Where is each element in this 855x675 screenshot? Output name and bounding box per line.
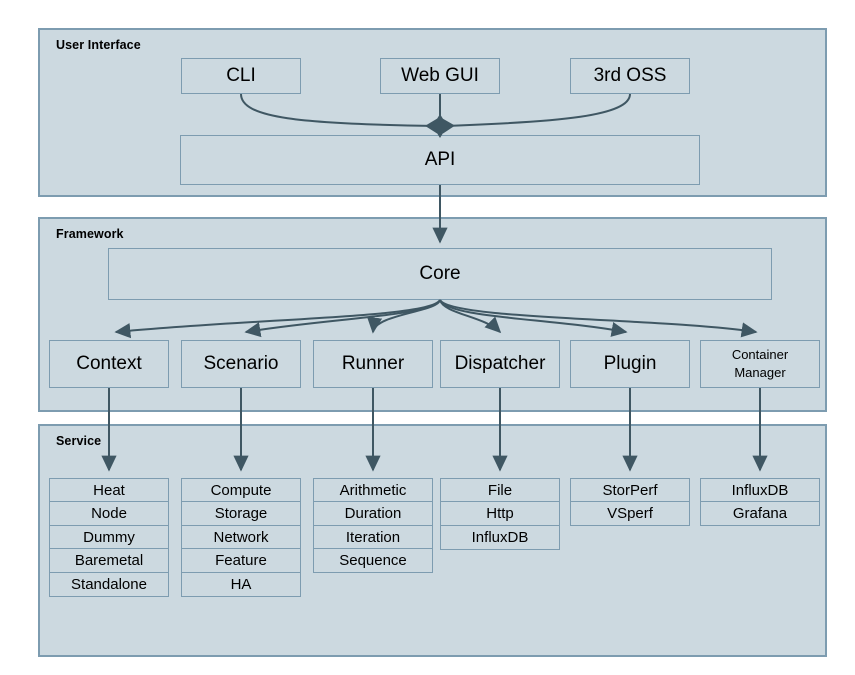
service-item[interactable]: Feature xyxy=(181,548,301,574)
service-item[interactable]: InfluxDB xyxy=(700,478,820,503)
service-item[interactable]: InfluxDB xyxy=(440,524,560,550)
node-third-oss[interactable]: 3rd OSS xyxy=(570,58,690,94)
node-runner-label: Runner xyxy=(341,353,405,375)
service-item[interactable]: Compute xyxy=(181,478,301,503)
service-item[interactable]: Arithmetic xyxy=(313,478,433,503)
node-core-label: Core xyxy=(419,263,461,285)
panel-user-interface-title: User Interface xyxy=(56,38,141,52)
node-runner[interactable]: Runner xyxy=(313,340,433,388)
node-core[interactable]: Core xyxy=(108,248,772,300)
panel-service-title: Service xyxy=(56,434,102,448)
service-column-plugin: StorPerf VSperf xyxy=(570,478,690,527)
service-item[interactable]: Sequence xyxy=(313,548,433,574)
node-api[interactable]: API xyxy=(180,135,700,185)
service-item[interactable]: Grafana xyxy=(700,501,820,527)
node-dispatcher[interactable]: Dispatcher xyxy=(440,340,560,388)
service-column-container-manager: InfluxDB Grafana xyxy=(700,478,820,527)
node-context[interactable]: Context xyxy=(49,340,169,388)
service-item[interactable]: Storage xyxy=(181,501,301,527)
node-api-label: API xyxy=(424,149,456,171)
node-web-gui[interactable]: Web GUI xyxy=(380,58,500,94)
service-item[interactable]: File xyxy=(440,478,560,503)
service-item[interactable]: Iteration xyxy=(313,524,433,550)
node-container-manager-label-line2: Manager xyxy=(734,365,786,381)
node-scenario-label: Scenario xyxy=(203,353,279,375)
node-container-manager[interactable]: Container Manager xyxy=(700,340,820,388)
node-third-oss-label: 3rd OSS xyxy=(593,65,667,87)
service-item[interactable]: VSperf xyxy=(570,501,690,527)
service-column-scenario: Compute Storage Network Feature HA xyxy=(181,478,301,597)
service-item[interactable]: StorPerf xyxy=(570,478,690,503)
service-item[interactable]: HA xyxy=(181,571,301,597)
node-container-manager-label-line1: Container xyxy=(731,347,789,363)
service-item[interactable]: Standalone xyxy=(49,571,169,597)
service-column-dispatcher: File Http InfluxDB xyxy=(440,478,560,550)
service-item[interactable]: Http xyxy=(440,501,560,527)
node-plugin[interactable]: Plugin xyxy=(570,340,690,388)
service-column-context: Heat Node Dummy Baremetal Standalone xyxy=(49,478,169,597)
node-dispatcher-label: Dispatcher xyxy=(454,353,546,375)
service-item[interactable]: Heat xyxy=(49,478,169,503)
service-item[interactable]: Duration xyxy=(313,501,433,527)
service-item[interactable]: Baremetal xyxy=(49,548,169,574)
service-item[interactable]: Network xyxy=(181,524,301,550)
service-item[interactable]: Node xyxy=(49,501,169,527)
node-context-label: Context xyxy=(76,353,142,375)
panel-framework-title: Framework xyxy=(56,227,124,241)
node-plugin-label: Plugin xyxy=(603,353,657,375)
service-column-runner: Arithmetic Duration Iteration Sequence xyxy=(313,478,433,574)
node-cli[interactable]: CLI xyxy=(181,58,301,94)
node-web-gui-label: Web GUI xyxy=(401,65,479,87)
node-cli-label: CLI xyxy=(226,65,256,87)
service-item[interactable]: Dummy xyxy=(49,524,169,550)
node-scenario[interactable]: Scenario xyxy=(181,340,301,388)
